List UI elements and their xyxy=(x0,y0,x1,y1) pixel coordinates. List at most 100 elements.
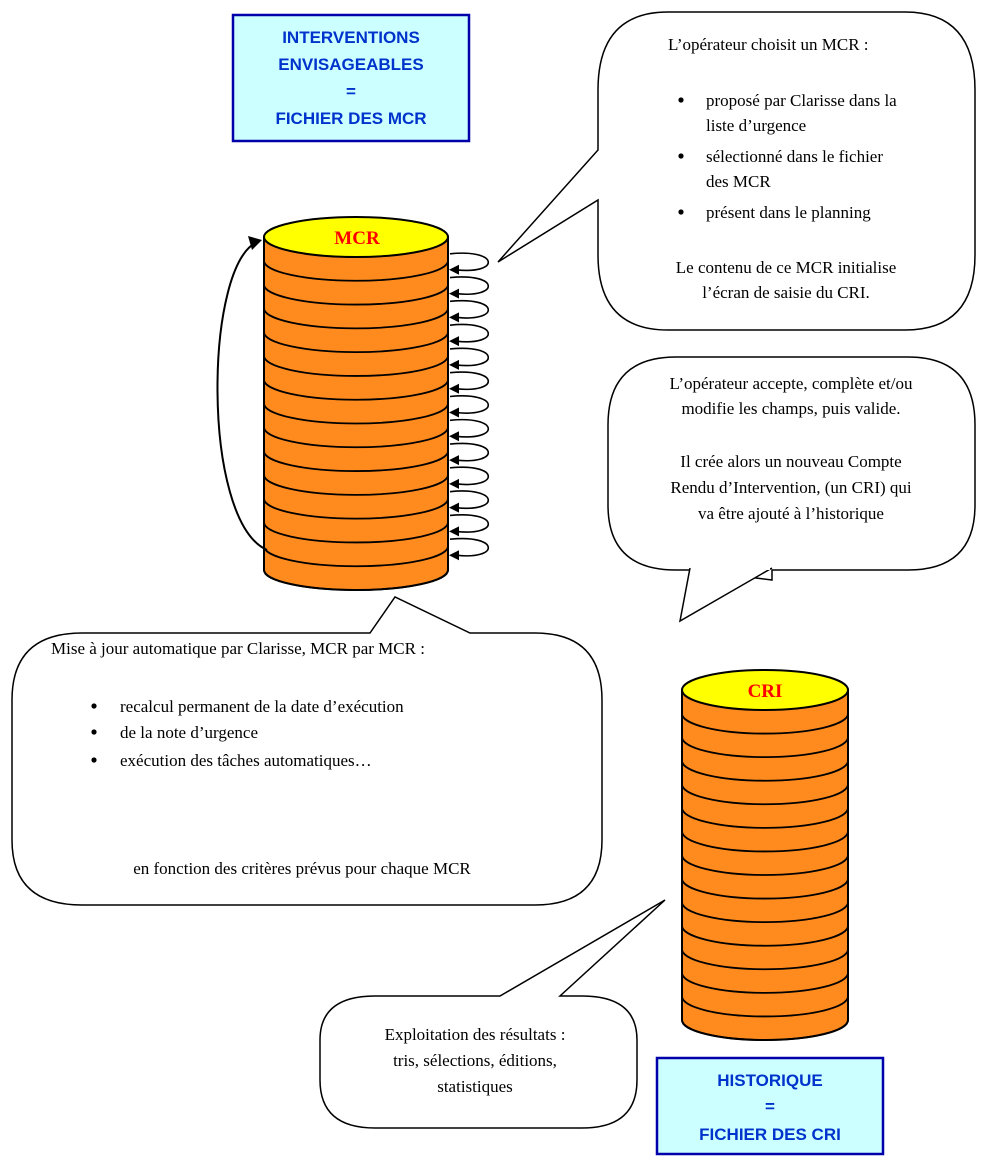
cri-cylinder-band-line xyxy=(681,784,849,806)
callout-validation: L’opérateur accepte, complète et/ou modi… xyxy=(607,356,976,623)
callout-validation-pointer xyxy=(678,567,773,623)
mcr-cylinder-band-line xyxy=(263,355,449,377)
callout-validation-line2: modifie les champs, puis valide. xyxy=(681,399,900,418)
callout-update-bullet3: exécution des tâches automatiques… xyxy=(120,751,372,770)
mcr-cylinder-band-line xyxy=(263,308,449,330)
loop-arrow xyxy=(449,347,489,367)
loop-arrow-head xyxy=(449,264,459,275)
callout-update-bullet2: de la note d’urgence xyxy=(120,723,258,742)
cycle-arrow-head xyxy=(248,236,262,250)
mcr-cylinder-band-line xyxy=(263,403,449,425)
title-box-cri-line1: HISTORIQUE xyxy=(717,1071,822,1090)
cri-cylinder-top xyxy=(681,669,849,711)
title-box-mcr-line3: = xyxy=(346,82,356,101)
title-box-cri-line2: = xyxy=(765,1097,775,1116)
cri-cylinder-label: CRI xyxy=(748,681,783,702)
loop-arrow xyxy=(449,323,489,343)
loop-arrow-head xyxy=(449,478,459,489)
loop-arrow xyxy=(449,490,489,510)
title-box-mcr-line2: ENVISAGEABLES xyxy=(278,55,423,74)
loop-arrow-head xyxy=(449,312,459,323)
cri-cylinder-band-line xyxy=(681,807,849,829)
callout-validation-bubble xyxy=(607,356,976,581)
loop-arrow-head xyxy=(449,359,459,370)
callout-choice-outro2: l’écran de saisie du CRI. xyxy=(702,283,870,302)
loop-arrow-head xyxy=(449,383,459,394)
cri-cylinder-band-line xyxy=(681,972,849,994)
bullet-dot xyxy=(678,153,684,159)
mcr-cylinder-label: MCR xyxy=(334,228,380,249)
callout-exploitation-line3: statistiques xyxy=(437,1077,513,1096)
callout-choice-bullet1-line2: liste d’urgence xyxy=(706,116,806,135)
mcr-cylinder-band-line xyxy=(263,332,449,354)
cri-cylinder-band-line xyxy=(681,831,849,853)
loop-arrow xyxy=(449,442,489,462)
mcr-cylinder xyxy=(263,216,449,591)
mcr-cylinder-band-line xyxy=(263,450,449,472)
cri-cylinder xyxy=(681,669,849,1041)
cri-cylinder-band-line xyxy=(681,713,849,735)
title-box-mcr-line4: FICHIER DES MCR xyxy=(275,109,426,128)
update-loop-arrows xyxy=(449,252,489,561)
title-box-mcr-line1: INTERVENTIONS xyxy=(282,28,420,47)
loop-arrow xyxy=(449,466,489,486)
callout-choice-intro: L’opérateur choisit un MCR : xyxy=(668,35,869,54)
bullet-dot xyxy=(678,209,684,215)
title-box-mcr: INTERVENTIONS ENVISAGEABLES = FICHIER DE… xyxy=(231,13,471,143)
cri-cylinder-band-line xyxy=(681,902,849,924)
callout-choice-bullet2-line1: sélectionné dans le fichier xyxy=(706,147,883,166)
title-box-cri: HISTORIQUE = FICHIER DES CRI xyxy=(655,1056,885,1156)
mcr-cylinder-band-line xyxy=(263,260,449,282)
mcr-cylinder-band-line xyxy=(263,569,449,591)
callout-update-bullet1: recalcul permanent de la date d’exécutio… xyxy=(120,697,404,716)
mcr-cylinder-top xyxy=(263,216,449,258)
callout-validation-line5: va être ajouté à l’historique xyxy=(698,504,884,523)
callout-validation-line3: Il crée alors un nouveau Compte xyxy=(680,452,901,471)
mcr-cylinder-band-line xyxy=(263,379,449,401)
mcr-cylinder-band-line xyxy=(263,474,449,496)
cri-cylinder-band-line xyxy=(681,878,849,900)
loop-arrow-head xyxy=(449,336,459,347)
bullet-dot xyxy=(91,757,97,763)
cycle-arrow-curve xyxy=(216,241,268,551)
cri-cylinder-band-line xyxy=(681,996,849,1018)
mcr-cylinder-band-line xyxy=(263,522,449,544)
callout-update-outro: en fonction des critères prévus pour cha… xyxy=(133,859,471,878)
loop-arrow-head xyxy=(449,502,459,513)
bullet-dot xyxy=(678,97,684,103)
loop-arrow xyxy=(449,513,489,533)
callout-validation-line1: L’opérateur accepte, complète et/ou xyxy=(670,374,913,393)
cri-cylinder-band-line xyxy=(681,1019,849,1041)
callout-choice-bubble xyxy=(497,11,976,331)
callout-exploitation: Exploitation des résultats : tris, sélec… xyxy=(319,899,666,1129)
mcr-cylinder-band-line xyxy=(263,427,449,449)
cri-cylinder-band-line xyxy=(681,949,849,971)
mcr-cylinder-band-line xyxy=(263,498,449,520)
mcr-cylinder-band-line xyxy=(263,284,449,306)
loop-arrow xyxy=(449,252,489,272)
loop-arrow xyxy=(449,395,489,414)
callout-validation-line4: Rendu d’Intervention, (un CRI) qui xyxy=(670,478,912,497)
callout-exploitation-line2: tris, sélections, éditions, xyxy=(393,1051,557,1070)
callout-choice-bullet2-line2: des MCR xyxy=(706,172,771,191)
callout-exploitation-line1: Exploitation des résultats : xyxy=(385,1025,566,1044)
callout-validation-pointer-mask xyxy=(692,566,770,570)
cri-cylinder-band-line xyxy=(681,925,849,947)
bullet-dot xyxy=(91,729,97,735)
callout-choice-bullet1-line1: proposé par Clarisse dans la xyxy=(706,91,897,110)
cri-cylinder-band-line xyxy=(681,760,849,782)
loop-arrow-head xyxy=(449,407,459,418)
callout-update-intro: Mise à jour automatique par Clarisse, MC… xyxy=(51,639,425,658)
loop-arrow xyxy=(449,371,489,391)
callout-update: Mise à jour automatique par Clarisse, MC… xyxy=(11,596,603,906)
title-box-cri-frame xyxy=(655,1056,885,1156)
callout-choice-outro1: Le contenu de ce MCR initialise xyxy=(676,258,896,277)
loop-arrow xyxy=(449,299,489,319)
cri-cylinder-band-line xyxy=(681,737,849,759)
loop-arrow-head xyxy=(449,526,459,537)
mcr-cylinder-band-line xyxy=(263,546,449,568)
callout-exploitation-bubble xyxy=(319,899,666,1129)
callout-choice-bullet3-line1: présent dans le planning xyxy=(706,203,871,222)
loop-arrow-head xyxy=(449,455,459,466)
loop-arrow xyxy=(449,418,489,438)
